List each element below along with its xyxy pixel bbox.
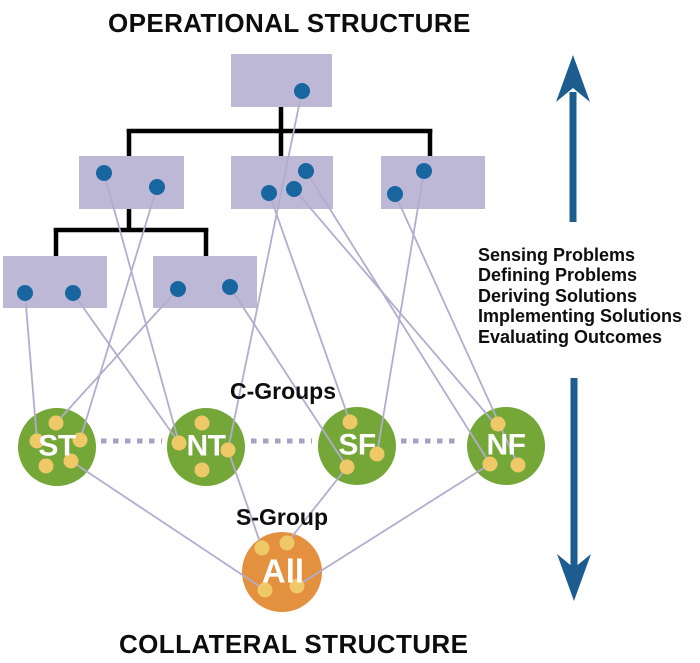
- member-dot: [294, 83, 310, 99]
- inner-dot: [63, 453, 79, 469]
- unit-rect-level3-right: [153, 256, 257, 308]
- tree-connectors: [53, 106, 433, 258]
- affiliation-line: [293, 188, 497, 426]
- affiliation-line: [227, 90, 303, 451]
- arrow-up-icon: [556, 55, 590, 222]
- unit-rect-level3-left: [3, 256, 107, 308]
- operational-units: [3, 54, 485, 308]
- process-step: Deriving Solutions: [478, 285, 638, 306]
- inner-dot: [254, 540, 270, 556]
- inner-dot: [369, 446, 385, 462]
- inner-dot: [194, 462, 210, 478]
- arrow-down-icon: [557, 378, 591, 601]
- member-dots: [17, 83, 432, 301]
- inner-dot: [171, 435, 187, 451]
- unit-rect-level2-center: [231, 156, 333, 209]
- c-to-s-group-lines: [70, 449, 491, 591]
- process-steps-list: Sensing Problems Defining Problems Deriv…: [478, 245, 682, 347]
- affiliation-line: [229, 286, 348, 468]
- process-step: Implementing Solutions: [478, 306, 683, 327]
- member-dot: [387, 186, 403, 202]
- group-link-line: [286, 466, 348, 544]
- inner-dot: [194, 415, 210, 431]
- c-group-circle-st: [18, 408, 96, 486]
- member-dot: [261, 185, 277, 201]
- member-dot: [17, 285, 33, 301]
- affiliation-line: [376, 170, 425, 455]
- inner-dot: [289, 578, 305, 594]
- unit-rect-top: [231, 54, 332, 107]
- c-group-label-nf: NF: [486, 428, 527, 462]
- operational-structure-title: OPERATIONAL STRUCTURE: [108, 8, 471, 38]
- affiliation-line: [72, 292, 180, 444]
- c-group-circle-nt: [167, 408, 245, 486]
- member-dot: [170, 281, 186, 297]
- group-link-line: [227, 449, 263, 549]
- affiliation-line: [24, 292, 38, 442]
- affiliation-line: [268, 192, 351, 423]
- inner-dot: [342, 414, 358, 430]
- member-dot: [416, 163, 432, 179]
- affiliation-line: [103, 172, 180, 444]
- inner-dot: [29, 433, 45, 449]
- process-step: Defining Problems: [478, 265, 638, 286]
- inner-dot: [38, 458, 54, 474]
- c-group-label-st: ST: [38, 429, 76, 463]
- member-dot: [286, 181, 302, 197]
- process-step: Evaluating Outcomes: [478, 326, 663, 347]
- member-dot: [298, 163, 314, 179]
- inner-dot: [72, 432, 88, 448]
- c-group-circle-sf: [318, 407, 396, 485]
- unit-rect-level2-left: [79, 156, 184, 209]
- arrow-shaft: [569, 92, 577, 222]
- inner-dot: [490, 416, 506, 432]
- affiliation-line: [79, 186, 158, 441]
- inner-dot: [482, 456, 498, 472]
- c-group-label-nt: NT: [186, 429, 227, 463]
- arrow-head: [557, 554, 591, 601]
- group-link-line: [296, 463, 491, 587]
- c-group-label-sf: SF: [338, 428, 376, 462]
- process-step: Sensing Problems: [478, 245, 636, 265]
- inner-dot: [257, 582, 273, 598]
- affiliation-line: [305, 170, 491, 465]
- group-inner-dots: [29, 414, 526, 598]
- inner-dot: [220, 442, 236, 458]
- c-groups-label: C-Groups: [229, 378, 337, 404]
- inner-dot: [339, 459, 355, 475]
- member-dot: [149, 179, 165, 195]
- inner-dot: [510, 457, 526, 473]
- arrow-shaft: [570, 378, 578, 580]
- s-group-label: S-Group: [236, 504, 328, 530]
- member-affiliation-lines: [24, 90, 519, 468]
- inner-dot: [48, 415, 64, 431]
- member-dot: [96, 165, 112, 181]
- collateral-structure-title: COLLATERAL STRUCTURE: [119, 629, 469, 659]
- c-group-circles: [18, 407, 545, 486]
- inner-dot: [279, 535, 295, 551]
- group-link-line: [70, 460, 266, 591]
- s-group-label-all: All: [261, 552, 305, 590]
- direction-arrows: [556, 55, 591, 601]
- arrow-head: [556, 55, 590, 102]
- member-dot: [222, 279, 238, 295]
- member-dot: [65, 285, 81, 301]
